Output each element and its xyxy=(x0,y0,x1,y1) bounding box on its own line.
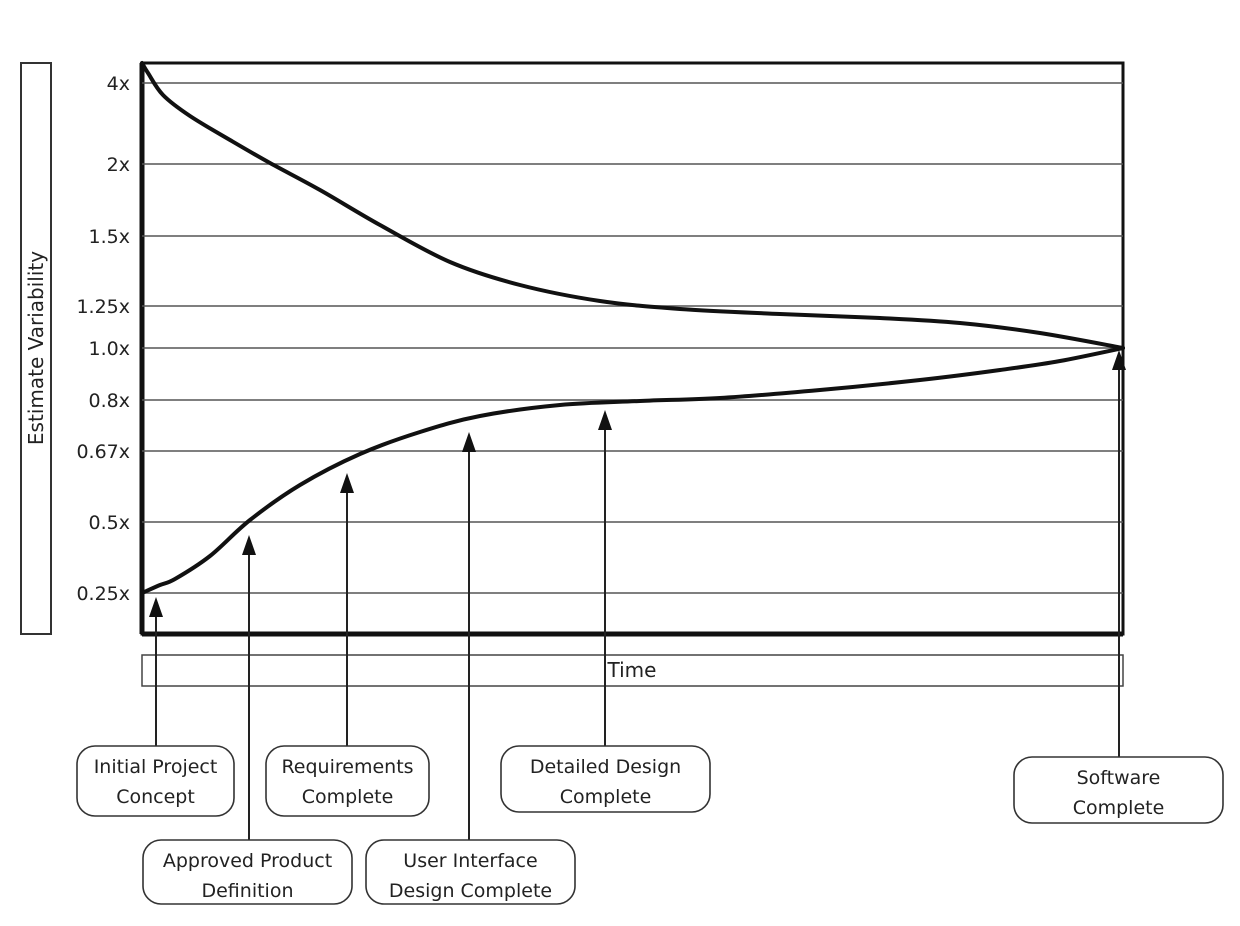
milestone-label-line: User Interface xyxy=(403,850,537,872)
y-tick-label: 1.0x xyxy=(89,338,130,360)
milestone-label-line: Design Complete xyxy=(389,880,552,902)
y-tick-label: 0.67x xyxy=(76,441,130,463)
y-tick-label: 2x xyxy=(107,154,130,176)
milestone-label-line: Initial Project xyxy=(94,756,218,778)
x-axis-title-box xyxy=(141,654,1124,687)
milestone-label-line: Complete xyxy=(302,786,394,808)
y-tick-label: 4x xyxy=(107,73,130,95)
milestone-arrow xyxy=(598,410,612,746)
y-axis-title-box xyxy=(20,62,52,635)
milestone-label-line: Requirements xyxy=(281,756,413,778)
y-tick-label: 0.8x xyxy=(89,390,130,412)
x-axis-title: Time xyxy=(607,658,657,682)
y-tick-labels: 4x 2x 1.5x 1.25x 1.0x 0.8x 0.67x 0.5x 0.25x xyxy=(76,73,130,605)
y-tick-label: 0.25x xyxy=(76,583,130,605)
y-axis-title: Estimate Variability xyxy=(24,251,48,445)
gridlines xyxy=(142,82,1123,594)
y-tick-label: 1.25x xyxy=(76,296,130,318)
milestone-label-line: Complete xyxy=(560,786,652,808)
milestone-label-line: Definition xyxy=(201,880,293,902)
milestone-arrow xyxy=(242,535,256,840)
curves xyxy=(140,61,1125,595)
lower-bound-curve xyxy=(140,346,1125,595)
milestone-arrow xyxy=(340,473,354,746)
milestone-arrows xyxy=(149,350,1126,840)
milestone-label-line: Software xyxy=(1077,767,1161,789)
y-tick-label: 1.5x xyxy=(89,226,130,248)
milestone-label-line: Approved Product xyxy=(163,850,332,872)
milestone-arrow xyxy=(1112,350,1126,757)
upper-bound-curve xyxy=(140,61,1125,350)
milestone-label-line: Complete xyxy=(1073,797,1165,819)
milestone-label-line: Detailed Design xyxy=(530,756,681,778)
milestone-label-line: Concept xyxy=(116,786,195,808)
milestone-arrow xyxy=(149,597,163,746)
milestone-arrow xyxy=(462,432,476,840)
y-tick-label: 0.5x xyxy=(89,512,130,534)
